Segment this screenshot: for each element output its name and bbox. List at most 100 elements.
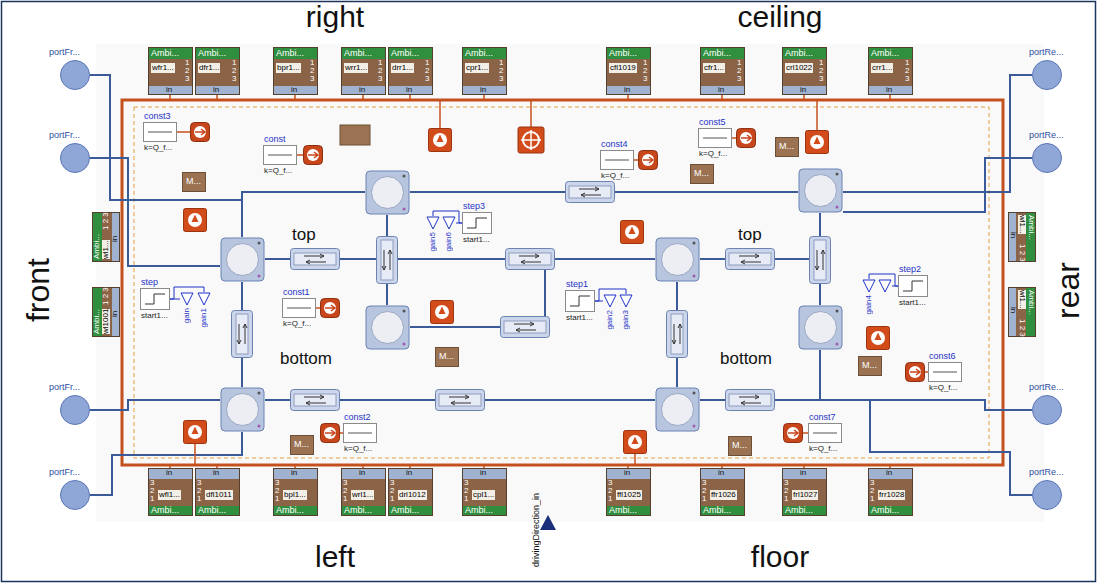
node-text: M... <box>779 142 794 151</box>
node-text: wl1... <box>1018 215 1026 234</box>
diagram-label: top <box>738 226 762 243</box>
constant-line <box>813 433 837 434</box>
node-text: portRe... <box>1029 48 1064 57</box>
heat-capacitor <box>340 125 370 145</box>
node-text: wfr1... <box>151 63 175 73</box>
node-text: portFr... <box>49 48 80 57</box>
diagram-label: ceiling <box>737 2 822 32</box>
heat-capacitor: M... <box>690 164 714 184</box>
node-text: 3 2 1 <box>702 479 708 503</box>
node-text: Ambi... <box>391 49 419 58</box>
node-text: cpl1... <box>472 490 495 500</box>
node-text: portRe... <box>1029 383 1064 392</box>
model-panel <box>96 44 1044 522</box>
gain-outline <box>443 217 455 229</box>
fluid-port: portFr... <box>60 395 90 425</box>
gain-outline <box>181 293 193 305</box>
node-text: 3 2 1 <box>870 479 876 503</box>
node-text: wrr1... <box>344 63 368 73</box>
node-text: M... <box>439 352 454 361</box>
node-text: const4 <box>601 140 628 149</box>
node-text: 3 2 1 <box>197 479 203 503</box>
node-text: M... <box>186 177 201 186</box>
step-curve <box>570 296 590 306</box>
constant-symbol <box>144 123 176 141</box>
node-text: cfl1019 <box>609 63 637 73</box>
node-text: 1 2 3 <box>499 59 505 83</box>
node-text: Ambi... <box>871 506 899 515</box>
node-text: frr1028 <box>878 490 905 500</box>
ambient-block: Ambi...crr1...1 2 3in <box>868 47 913 95</box>
gain-triangle <box>197 292 211 306</box>
ambient-block: in3 2 1wfl1...Ambi... <box>148 468 193 516</box>
node-text: in <box>359 469 365 477</box>
gain-triangle <box>442 216 456 230</box>
node-text: 1 2 3 <box>232 59 238 83</box>
node-text: gain1 <box>200 308 208 328</box>
constant-symbol <box>929 363 961 381</box>
ambient-stubs <box>170 95 890 468</box>
gain-outline <box>427 217 439 229</box>
gain-triangle <box>603 294 617 308</box>
gain-block: gain5 <box>426 216 440 253</box>
node-text: const5 <box>699 118 726 127</box>
node-text: in <box>166 86 172 94</box>
pipes <box>232 182 831 411</box>
ambient-block: in3 2 1cpl1...Ambi... <box>462 468 507 516</box>
ambient-block: Ambi...bpr1...1 2 3in <box>273 47 318 95</box>
direction-marker <box>540 515 556 530</box>
node-text: Ambi... <box>609 506 637 515</box>
fluid-port: portRe... <box>1032 60 1062 90</box>
node-text: in <box>480 86 486 94</box>
node-text: frl1027 <box>792 490 818 500</box>
gain-triangle <box>180 292 194 306</box>
heat-sources <box>184 129 890 454</box>
node-text: 3 2 1 <box>608 479 614 503</box>
constant-symbol <box>264 146 296 164</box>
node-text: portRe... <box>1029 131 1064 140</box>
fluid-port: portFr... <box>60 480 90 510</box>
node-text: Ambi... <box>93 309 101 334</box>
step-symbol <box>899 276 927 296</box>
ambient-block: Ambi...wl10011 2 3in <box>92 287 120 337</box>
fluid-port: portFr... <box>60 143 90 173</box>
constant-block: const4k=Q_f... <box>600 150 634 170</box>
ambient-block: Ambi...wrr1...1 2 3in <box>341 47 386 95</box>
node-text: start1... <box>566 314 593 322</box>
node-text: k=Q_f... <box>144 144 172 152</box>
gain-block: gain1 <box>197 292 211 329</box>
node-text: in <box>359 86 365 94</box>
node-text: portFr... <box>49 131 80 140</box>
fluid-port: portRe... <box>1032 480 1062 510</box>
gain-block: gain2 <box>603 294 617 331</box>
node-text: cfr1... <box>703 63 725 73</box>
node-text: Ambi... <box>609 49 637 58</box>
node-text: in <box>111 236 119 242</box>
node-text: const <box>264 135 286 144</box>
node-text: 3 2 1 <box>150 479 156 503</box>
ambient-block: in3 2 1wrl1...Ambi... <box>341 468 386 516</box>
node-text: drr1... <box>391 63 414 73</box>
step-block: step3start1... <box>462 212 492 234</box>
heat-capacitor: M... <box>435 347 459 367</box>
node-text: portRe... <box>1029 468 1064 477</box>
node-text: Ambi... <box>391 506 419 515</box>
node-text: 1 2 3 <box>378 59 384 83</box>
node-text: bpr1... <box>276 63 301 73</box>
node-text: in <box>800 86 806 94</box>
node-text: in <box>213 469 219 477</box>
node-text: 3 2 1 <box>464 479 470 503</box>
center-heat-port <box>518 127 544 153</box>
node-text: k=Q_f... <box>699 150 727 158</box>
node-text: 1 2 3 <box>905 59 911 83</box>
constant-symbol <box>601 151 633 169</box>
node-text: M... <box>294 440 309 449</box>
node-text: Ambi... <box>198 49 226 58</box>
node-text: in <box>291 86 297 94</box>
node-text: 1 2 3 <box>185 59 191 83</box>
constant-symbol <box>283 299 315 317</box>
node-text: Ambi... <box>465 506 493 515</box>
node-text: in <box>886 86 892 94</box>
node-text: const7 <box>809 413 836 422</box>
